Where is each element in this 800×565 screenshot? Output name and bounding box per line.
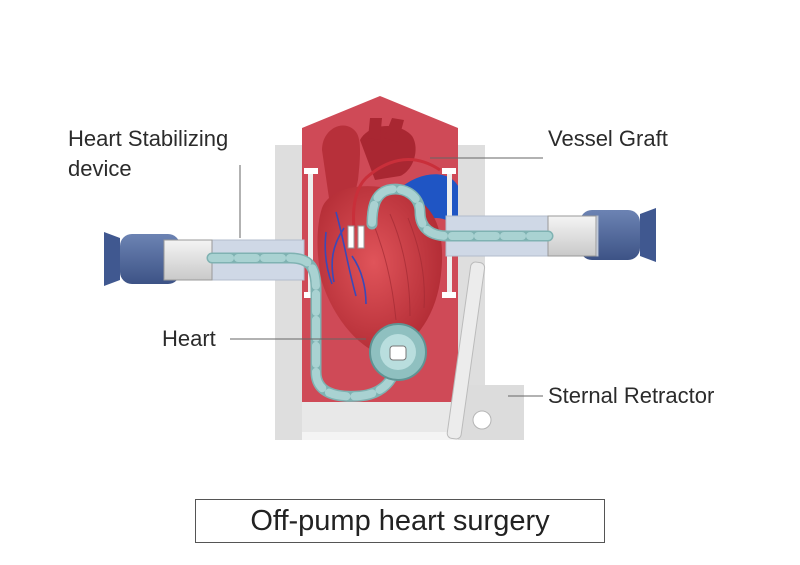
sternal-retractor — [275, 145, 524, 440]
label-heart-stabilizing-device: Heart Stabilizing device — [68, 124, 228, 184]
title-box: Off-pump heart surgery — [195, 499, 605, 543]
coronary-vessels — [324, 211, 367, 305]
stabilizer-tubing — [206, 183, 554, 402]
leader-lines — [230, 157, 543, 397]
graft-clamps — [347, 225, 365, 249]
diagram-title: Off-pump heart surgery — [250, 504, 550, 537]
label-vessel-graft: Vessel Graft — [548, 126, 668, 151]
retractor-pivot-icon — [472, 410, 492, 430]
suction-pod — [369, 323, 427, 381]
label-stabilizer-line1: Heart Stabilizing — [68, 126, 229, 151]
heart-muscle-lines — [371, 213, 425, 321]
label-stabilizer-line2: device — [68, 156, 132, 181]
vessel-graft — [352, 158, 441, 229]
label-heart: Heart — [162, 326, 216, 351]
label-sternal-retractor: Sternal Retractor — [548, 383, 715, 408]
